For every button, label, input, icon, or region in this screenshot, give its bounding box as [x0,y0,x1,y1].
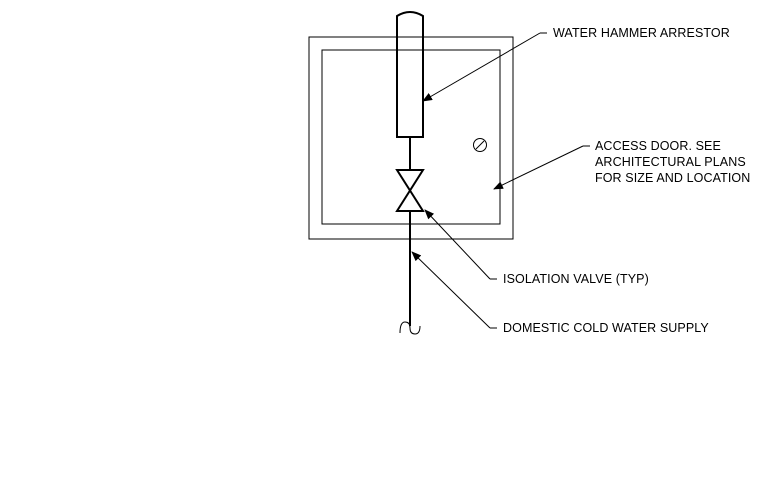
pipe-break-symbol [399,321,421,335]
access-door-label-line-1: ACCESS DOOR. SEE [595,139,721,153]
isolation-valve-symbol [395,169,425,212]
access-door-label-line-3: FOR SIZE AND LOCATION [595,171,750,185]
cold-water-supply-label: DOMESTIC COLD WATER SUPPLY [503,321,709,335]
access-door-leader [493,145,584,190]
supply-leader [411,251,491,329]
access-door-label-line-2: ARCHITECTURAL PLANS [595,155,746,169]
arrestor-leader [422,32,541,102]
water-hammer-arrestor [396,11,424,138]
isolation-valve-label: ISOLATION VALVE (TYP) [503,272,649,286]
valve-leader [424,209,491,280]
door-latch-icon [473,138,487,152]
arrestor-label: WATER HAMMER ARRESTOR [553,26,730,40]
